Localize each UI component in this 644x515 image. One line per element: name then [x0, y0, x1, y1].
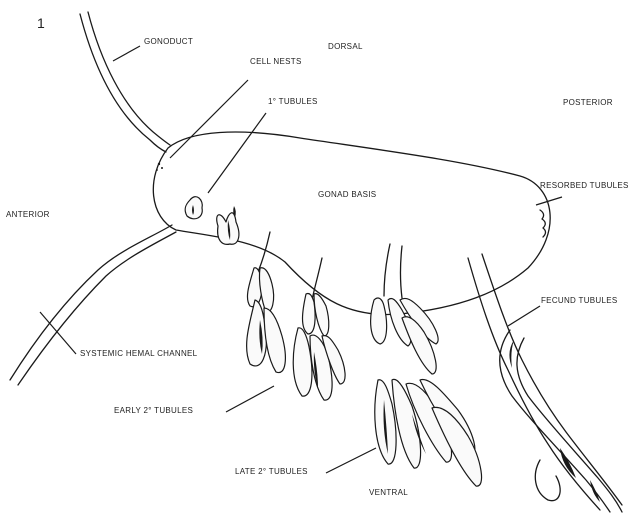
label-posterior: POSTERIOR — [563, 98, 613, 107]
late-secondary-tubules — [371, 244, 482, 486]
label-dorsal: DORSAL — [328, 42, 363, 51]
label-gonoduct: GONODUCT — [144, 37, 193, 46]
label-late-secondary-tubules: LATE 2° TUBULES — [235, 467, 308, 476]
fecund-tubules — [468, 254, 622, 512]
label-cell-nests: CELL NESTS — [250, 57, 302, 66]
figure-number: 1 — [37, 15, 45, 31]
label-primary-tubules: 1° TUBULES — [268, 97, 318, 106]
label-resorbed-tubules: RESORBED TUBULES — [540, 181, 629, 190]
systemic-hemal-channel — [10, 225, 176, 385]
resorbed-tubule-bumps — [540, 210, 546, 237]
gonoduct — [80, 12, 170, 152]
label-anterior: ANTERIOR — [6, 210, 50, 219]
label-ventral: VENTRAL — [369, 488, 408, 497]
label-gonad-basis: GONAD BASIS — [318, 190, 376, 199]
label-early-secondary-tubules: EARLY 2° TUBULES — [114, 406, 193, 415]
primary-tubules — [185, 197, 239, 245]
label-systemic-hemal-channel: SYSTEMIC HEMAL CHANNEL — [80, 349, 198, 358]
label-fecund-tubules: FECUND TUBULES — [541, 296, 618, 305]
early-secondary-tubules — [247, 232, 345, 400]
gonad-basis — [153, 132, 550, 315]
